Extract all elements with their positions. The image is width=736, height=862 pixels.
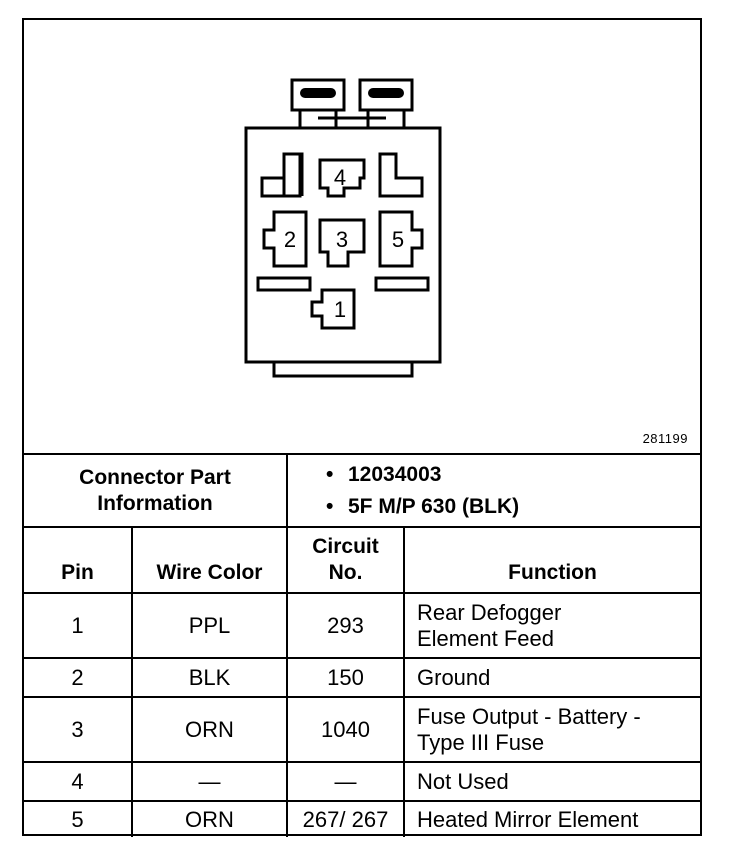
connector-pinout-table: Connector Part Information 12034003 5F M… bbox=[24, 453, 700, 837]
pin-1-label: 1 bbox=[334, 297, 346, 322]
connector-diagram: 4 2 3 5 1 281199 bbox=[24, 20, 700, 453]
connector-description: 5F M/P 630 (BLK) bbox=[326, 491, 694, 523]
table-row: 4 — — Not Used bbox=[24, 761, 700, 802]
cell-function-line2: Element Feed bbox=[417, 625, 554, 651]
cell-pin: 5 bbox=[24, 800, 133, 837]
pin-4-label: 4 bbox=[334, 165, 346, 190]
cell-pin: 1 bbox=[24, 592, 133, 659]
header-pin: Pin bbox=[24, 526, 133, 594]
pin-5-cavity bbox=[378, 210, 424, 268]
key-bar-left bbox=[256, 276, 312, 292]
header-function: Function bbox=[403, 526, 700, 594]
cell-wire-color: ORN bbox=[131, 800, 288, 837]
table-row: 2 BLK 150 Ground bbox=[24, 657, 700, 698]
table-row: 1 PPL 293 Rear Defogger Element Feed bbox=[24, 592, 700, 659]
pin-4-cavity bbox=[318, 158, 366, 198]
pin-5-label: 5 bbox=[392, 227, 404, 252]
cell-circuit: 150 bbox=[286, 657, 405, 698]
connector-info-label-line1: Connector Part bbox=[79, 465, 231, 489]
connector-sheet: 4 2 3 5 1 281199 Connector Part Informat… bbox=[22, 18, 702, 837]
table-header-row: Pin Wire Color Circuit No. Function bbox=[24, 526, 700, 594]
cell-wire-color: PPL bbox=[131, 592, 288, 659]
cell-circuit: 1040 bbox=[286, 696, 405, 763]
pin-3-cavity bbox=[318, 218, 366, 268]
cell-function: Fuse Output - Battery - Type III Fuse bbox=[403, 696, 700, 763]
pin-2-cavity bbox=[262, 210, 308, 268]
figure-number: 281199 bbox=[642, 431, 688, 446]
table-row: 3 ORN 1040 Fuse Output - Battery - Type … bbox=[24, 696, 700, 763]
header-wire-color: Wire Color bbox=[131, 526, 288, 594]
cell-function: Rear Defogger Element Feed bbox=[403, 592, 700, 659]
connector-part-number: 12034003 bbox=[326, 459, 694, 491]
cell-circuit: — bbox=[286, 761, 405, 802]
header-circuit-line1: Circuit bbox=[312, 535, 379, 558]
connector-body bbox=[244, 126, 442, 364]
cell-function-line1: Fuse Output - Battery - bbox=[417, 703, 641, 729]
connector-face-drawing: 4 2 3 5 1 bbox=[244, 78, 442, 378]
cell-circuit: 267/ 267 bbox=[286, 800, 405, 837]
key-bar-right bbox=[374, 276, 430, 292]
table-row: 5 ORN 267/ 267 Heated Mirror Element bbox=[24, 800, 700, 837]
pin-3-label: 3 bbox=[336, 227, 348, 252]
connector-info-row: Connector Part Information 12034003 5F M… bbox=[24, 453, 700, 528]
cell-function-line1: Rear Defogger bbox=[417, 599, 562, 625]
connector-info-value: 12034003 5F M/P 630 (BLK) bbox=[286, 453, 700, 528]
cell-wire-color: ORN bbox=[131, 696, 288, 763]
slot-upper-right bbox=[378, 152, 424, 198]
cell-pin: 4 bbox=[24, 761, 133, 802]
cell-function: Heated Mirror Element bbox=[403, 800, 700, 837]
slot-upper-left bbox=[260, 152, 302, 198]
connector-latch-right bbox=[358, 78, 414, 130]
cell-function: Ground bbox=[403, 657, 700, 698]
connector-info-label: Connector Part Information bbox=[24, 453, 288, 528]
cell-function: Not Used bbox=[403, 761, 700, 802]
cell-pin: 2 bbox=[24, 657, 133, 698]
pin-1-cavity bbox=[310, 288, 356, 330]
cell-pin: 3 bbox=[24, 696, 133, 763]
cell-wire-color: — bbox=[131, 761, 288, 802]
pin-2-label: 2 bbox=[284, 227, 296, 252]
header-circuit-line2: No. bbox=[328, 561, 363, 584]
cell-wire-color: BLK bbox=[131, 657, 288, 698]
connector-bottom-tab bbox=[272, 362, 414, 378]
connector-latch-left bbox=[290, 78, 346, 130]
cell-circuit: 293 bbox=[286, 592, 405, 659]
cell-function-line2: Type III Fuse bbox=[417, 729, 545, 755]
header-circuit-no: Circuit No. bbox=[286, 526, 405, 594]
connector-info-label-line2: Information bbox=[97, 491, 213, 515]
